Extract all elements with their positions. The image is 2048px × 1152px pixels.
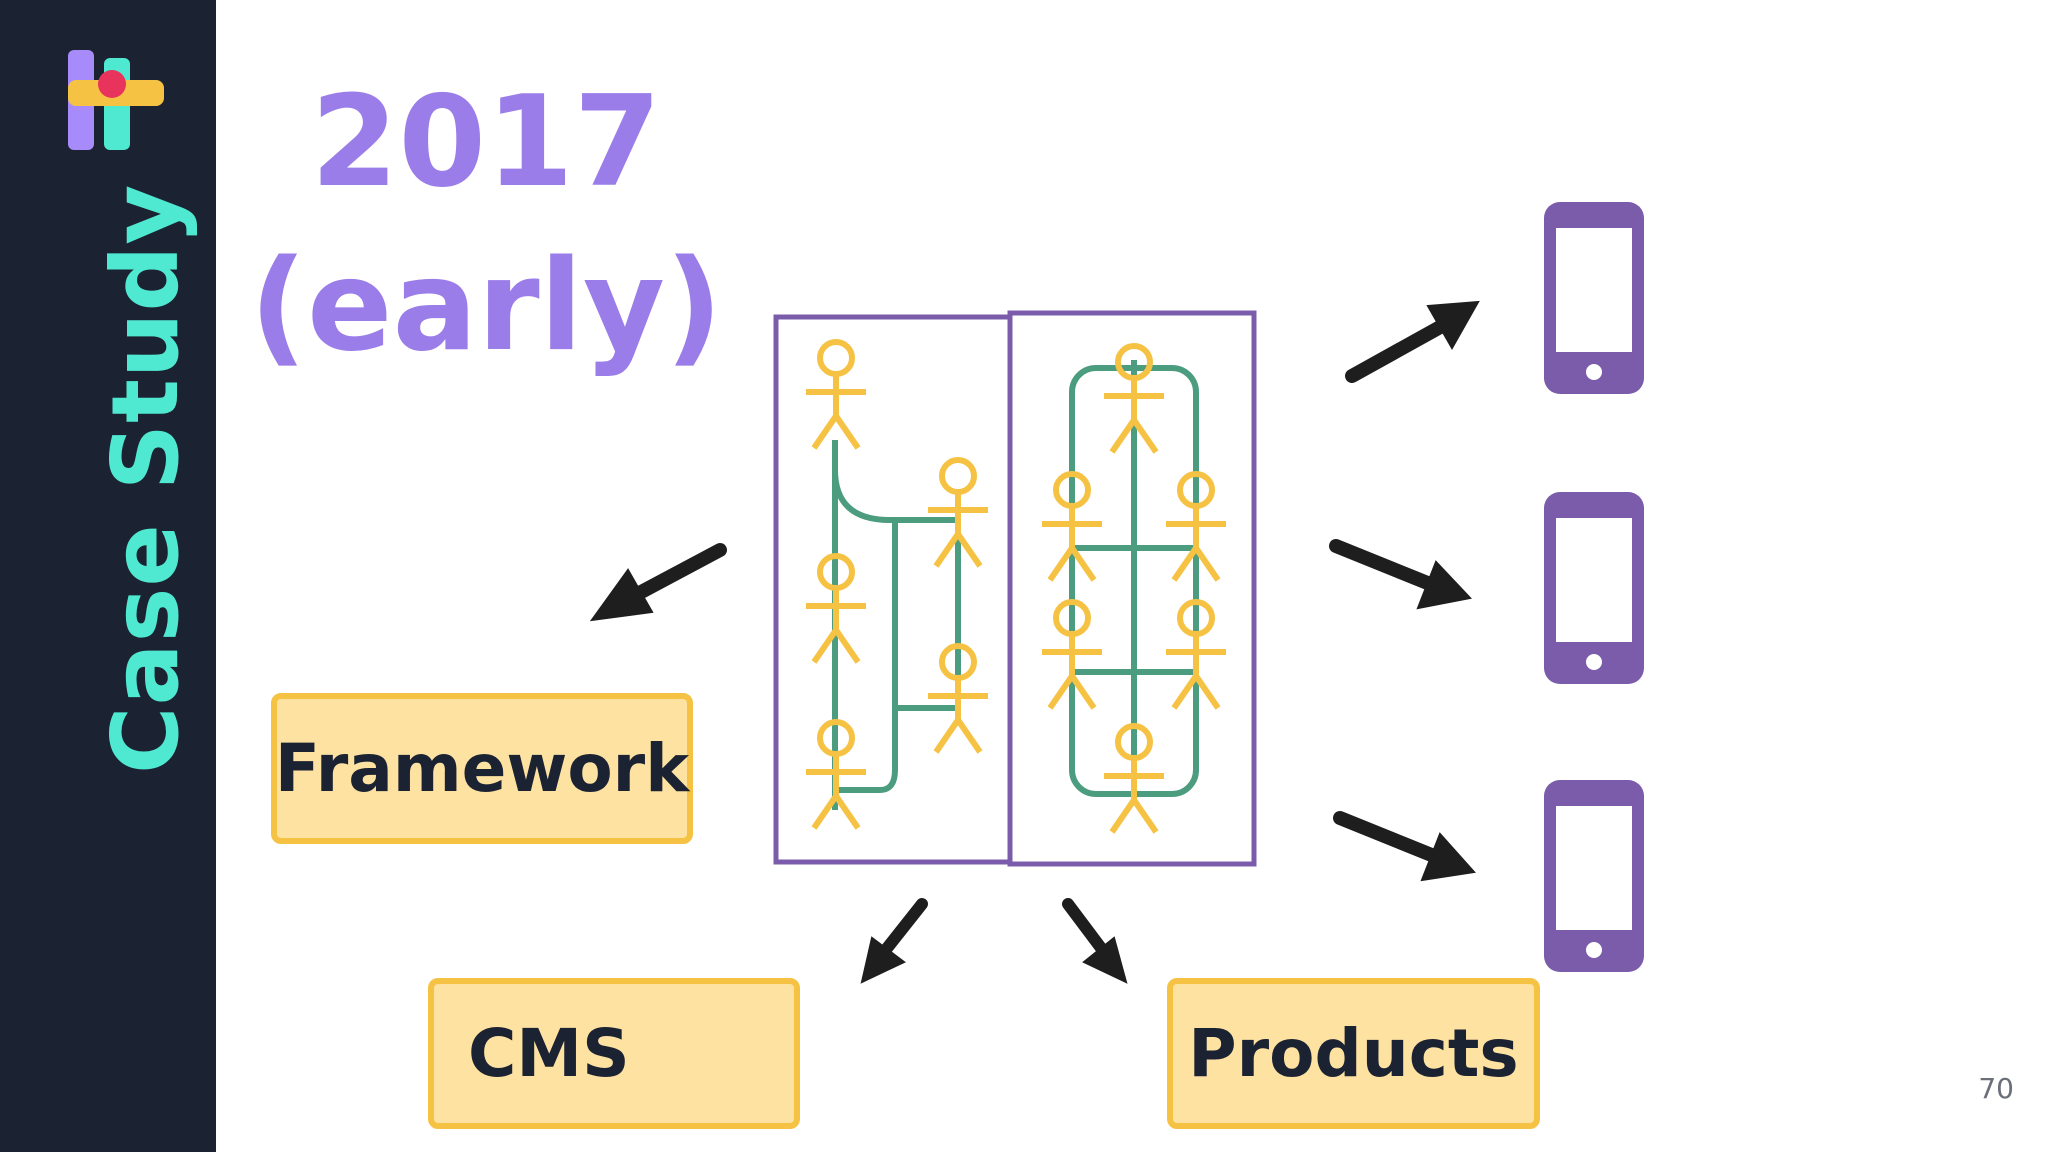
sidebar: Case Study	[0, 0, 216, 1152]
headline-period: (early)	[249, 232, 723, 379]
headline-year: 2017	[310, 68, 662, 215]
arrow-icon	[589, 543, 727, 622]
phone-icon	[1544, 492, 1644, 684]
arrow-icon	[1333, 811, 1476, 882]
arrow-icon	[860, 898, 928, 984]
team-frame-right	[1007, 310, 1257, 867]
arrow-icon	[1329, 539, 1472, 610]
team-left-connectors	[832, 440, 961, 810]
arrow-icon	[1345, 300, 1480, 383]
framework-label: Framework	[271, 693, 693, 844]
arrow-icon	[1062, 898, 1128, 984]
app-logo-icon	[68, 50, 164, 150]
person-icon	[806, 342, 866, 448]
cms-label: CMS	[428, 978, 800, 1129]
page-number: 70	[1978, 1072, 2014, 1105]
products-label: Products	[1167, 978, 1540, 1129]
slide-headline: 2017 (early)	[216, 60, 756, 388]
phone-icon	[1544, 780, 1644, 972]
team-right-connectors	[1069, 360, 1199, 797]
phone-icon	[1544, 202, 1644, 394]
